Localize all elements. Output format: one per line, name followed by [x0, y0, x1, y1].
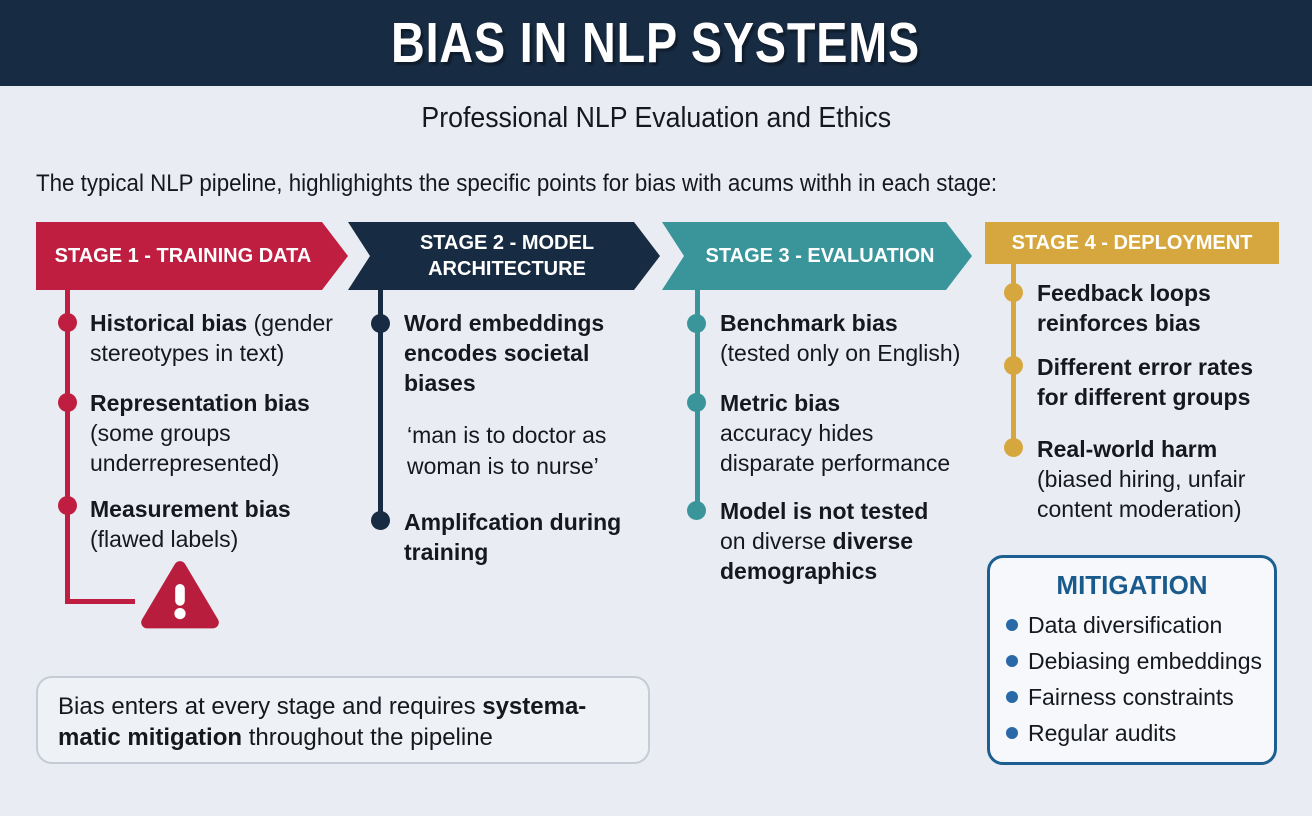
stage1-label: STAGE 1 - TRAINING DATA [54, 245, 312, 267]
mitigation-title: MITIGATION [1056, 570, 1208, 600]
warning-triangle-icon [141, 561, 219, 629]
stage1-item-historical-bias: Historical bias (gender stereotypes in t… [90, 308, 346, 368]
mitigation-item-label: Regular audits [1028, 719, 1177, 746]
stage3-bullet-dot-2 [687, 393, 706, 412]
summary-note-text: Bias enters at every stage and requires [58, 693, 483, 720]
mitigation-item: Regular audits [1006, 715, 1264, 751]
item-bold-text: Historical bias [90, 310, 248, 336]
item-detail-text: (some groups underrepresented) [90, 420, 280, 476]
stage2-example-quote: ‘man is to doctor as woman is to nurse’ [407, 422, 607, 479]
bullet-dot-icon [1006, 691, 1018, 703]
item-bold-text: Word embeddings encodes societal biases [404, 310, 605, 396]
stage3-bullet-dot-1 [687, 314, 706, 333]
stage4-item-error-rates: Different error rates for different grou… [1037, 352, 1279, 412]
item-detail-text: (flawed labels) [90, 526, 239, 552]
mitigation-list: Data diversification Debiasing embedding… [990, 607, 1274, 751]
stage1-bullet-dot-3 [58, 496, 77, 515]
mitigation-box: MITIGATION Data diversification Debiasin… [987, 555, 1277, 765]
mitigation-item: Data diversification [1006, 607, 1264, 643]
stage1-header: STAGE 1 - TRAINING DATA [36, 222, 348, 290]
stage3-label: STAGE 3 - EVALUATION [705, 245, 935, 267]
stage2-header: STAGE 2 - MODEL ARCHITECTURE [348, 222, 660, 290]
stage3-item-not-tested: Model is not tested on diverse diverse d… [720, 496, 952, 586]
item-detail-text: (biased hiring, unfair content moderatio… [1037, 466, 1246, 522]
page-title: BIAS IN NLP SYSTEMS [391, 11, 921, 75]
summary-note-text: throughout the pipeline [242, 724, 493, 751]
stage2-bullet-dot-1 [371, 314, 390, 333]
stage3-header: STAGE 3 - EVALUATION [662, 222, 972, 290]
item-bold-text: Different error rates for different grou… [1037, 354, 1254, 410]
bullet-dot-icon [1006, 655, 1018, 667]
stage1-bullet-dot-1 [58, 313, 77, 332]
mitigation-item: Fairness constraints [1006, 679, 1264, 715]
item-bold-text: Benchmark bias [720, 310, 898, 336]
stage4-item-feedback-loops: Feedback loops reinforces bias [1037, 278, 1281, 338]
item-bold-text: Measurement bias [90, 496, 291, 522]
item-bold-text: Model is not tested [720, 498, 929, 524]
item-detail-text: accuracy hides disparate performance [720, 420, 951, 476]
item-bold-text: Real-world harm [1037, 436, 1218, 462]
stage1-connector-line [65, 288, 70, 604]
stage2-item-amplification: Amplifcation during training [404, 507, 626, 567]
item-bold-text-2: diverse demographics [720, 528, 914, 584]
stage3-item-benchmark-bias: Benchmark bias (tested only on English) [720, 308, 972, 368]
page-subtitle-text: Professional NLP Evaluation and Ethics [421, 102, 891, 134]
stage2-bullet-dot-2 [371, 511, 390, 530]
stage3-item-metric-bias: Metric bias accuracy hides disparate per… [720, 388, 952, 478]
mitigation-item-label: Fairness constraints [1028, 683, 1234, 710]
stage1-item-representation-bias: Representation bias (some groups underre… [90, 388, 346, 478]
stage4-item-real-world-harm: Real-world harm (biased hiring, unfair c… [1037, 434, 1279, 524]
stage4-bullet-dot-1 [1004, 283, 1023, 302]
item-detail-text: on diverse [720, 528, 833, 554]
bullet-dot-icon [1006, 619, 1018, 631]
stage4-bullet-dot-2 [1004, 356, 1023, 375]
bullet-dot-icon [1006, 727, 1018, 739]
stage2-label: STAGE 2 - MODEL ARCHITECTURE [419, 232, 595, 280]
item-bold-text: Representation bias [90, 390, 310, 416]
stage2-connector-line [378, 288, 383, 524]
page-subtitle: Professional NLP Evaluation and Ethics [0, 102, 1312, 135]
mitigation-item: Debiasing embeddings [1006, 643, 1264, 679]
stage1-connector-elbow [65, 599, 135, 604]
stage4-header: STAGE 4 - DEPLOYMENT [985, 222, 1279, 264]
stage3-bullet-dot-3 [687, 501, 706, 520]
stage4-label: STAGE 4 - DEPLOYMENT [1011, 232, 1253, 254]
mitigation-item-label: Data diversification [1028, 611, 1223, 638]
stage1-bullet-dot-2 [58, 393, 77, 412]
summary-note-box: Bias enters at every stage and requires … [36, 676, 650, 764]
stage1-item-measurement-bias: Measurement bias (flawed labels) [90, 494, 346, 554]
item-detail-text: (tested only on English) [720, 340, 961, 366]
summary-note-bold-text: systema-matic mitigation [58, 693, 587, 751]
item-bold-text: Amplifcation during training [404, 509, 622, 565]
mitigation-item-label: Debiasing embeddings [1028, 647, 1262, 674]
title-banner: BIAS IN NLP SYSTEMS [0, 0, 1312, 86]
stage4-bullet-dot-3 [1004, 438, 1023, 457]
item-detail-text: (gender stereotypes in text) [90, 310, 333, 366]
intro-text: The typical NLP pipeline, highlighights … [36, 170, 998, 197]
stage2-item-word-embeddings: Word embeddings encodes societal biases [404, 308, 626, 398]
item-bold-text: Metric bias [720, 390, 841, 416]
item-bold-text: Feedback loops reinforces bias [1037, 280, 1211, 336]
